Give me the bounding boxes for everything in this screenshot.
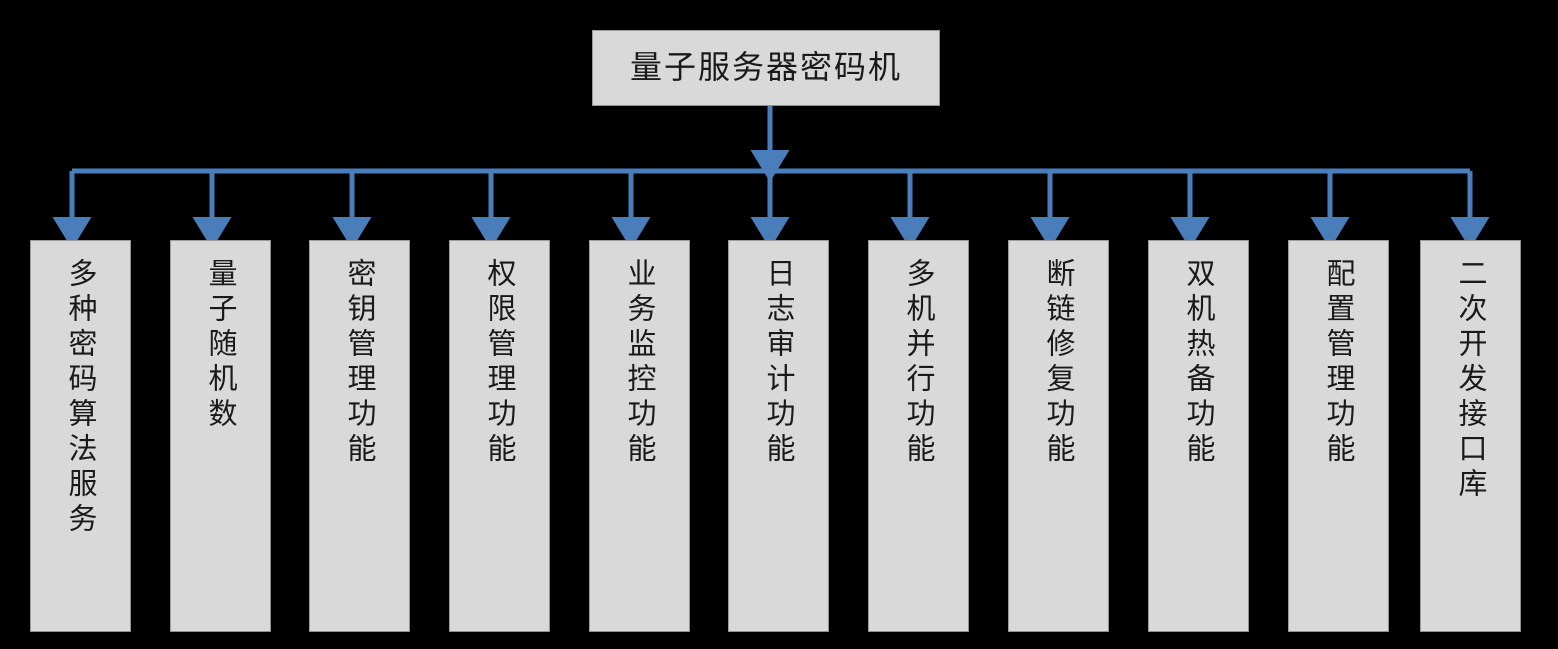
node-leaf-2[interactable]: 量子随机数 [170,240,271,632]
node-leaf-6[interactable]: 日志审计功能 [728,240,829,632]
node-leaf-5-label: 业务监控功能 [623,258,658,468]
node-leaf-10-label: 配置管理功能 [1322,258,1357,468]
node-leaf-10[interactable]: 配置管理功能 [1288,240,1389,632]
node-leaf-8[interactable]: 断链修复功能 [1008,240,1109,632]
node-leaf-2-label: 量子随机数 [204,258,239,433]
connector-drops [52,171,1490,249]
node-leaf-1-label: 多种密码算法服务 [64,258,99,538]
node-leaf-9-label: 双机热备功能 [1182,258,1217,468]
node-leaf-3[interactable]: 密钥管理功能 [309,240,410,632]
node-leaf-1[interactable]: 多种密码算法服务 [30,240,131,632]
node-leaf-11-label: 二次开发接口库 [1454,258,1489,503]
node-leaf-5[interactable]: 业务监控功能 [589,240,690,632]
node-leaf-6-label: 日志审计功能 [762,258,797,468]
node-leaf-4[interactable]: 权限管理功能 [449,240,550,632]
node-leaf-8-label: 断链修复功能 [1042,258,1077,468]
node-leaf-3-label: 密钥管理功能 [343,258,378,468]
node-leaf-4-label: 权限管理功能 [483,258,518,468]
node-root-label: 量子服务器密码机 [629,48,902,87]
node-root[interactable]: 量子服务器密码机 [592,30,940,106]
node-leaf-9[interactable]: 双机热备功能 [1148,240,1249,632]
node-leaf-7-label: 多机并行功能 [902,258,937,468]
node-leaf-7[interactable]: 多机并行功能 [868,240,969,632]
node-leaf-11[interactable]: 二次开发接口库 [1420,240,1521,632]
